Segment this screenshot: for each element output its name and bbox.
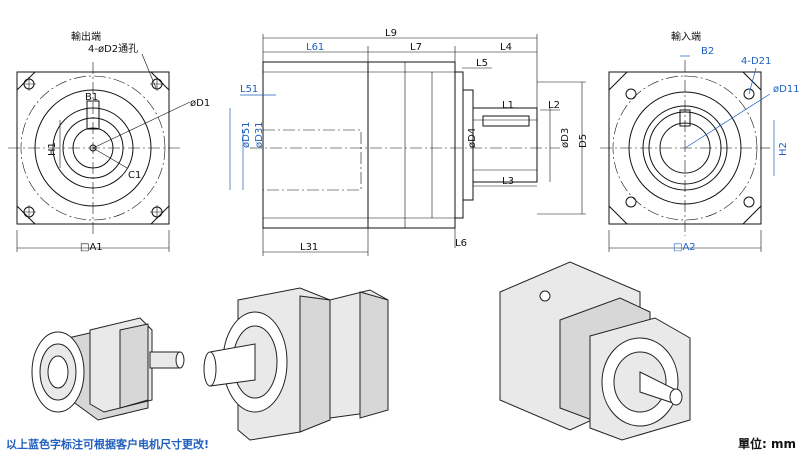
output-end-view: 輸出端 4-øD2通孔 øD1 B1 H1 C1 □A1 xyxy=(8,30,210,253)
d4-label: øD4 xyxy=(467,128,478,148)
input-end-title: 輸入端 xyxy=(671,30,701,43)
unit-label: 單位: mm xyxy=(738,436,796,451)
d11-label: øD11 xyxy=(773,84,800,95)
input-end-view: 輸入端 B2 4-D21 øD11 H2 □A2 xyxy=(600,30,800,253)
footer-note: 以上蓝色字标注可根据客户电机尺寸更改! xyxy=(6,437,209,451)
output-end-title: 輸出端 xyxy=(71,30,101,43)
l9-label: L9 xyxy=(385,28,397,39)
leader-line xyxy=(141,53,157,89)
l4-label: L4 xyxy=(500,42,512,53)
l5-label: L5 xyxy=(476,58,488,69)
l31-label: L31 xyxy=(300,242,318,253)
d3-label: øD3 xyxy=(560,128,571,148)
l7-label: L7 xyxy=(410,42,422,53)
a1-label: □A1 xyxy=(80,242,103,253)
d31-label: øD31 xyxy=(254,121,265,148)
render-small xyxy=(31,317,185,421)
output-hole-note: 4-øD2通孔 xyxy=(88,43,138,55)
l3-label: L3 xyxy=(502,176,514,187)
output-shaft xyxy=(472,107,538,183)
adapter-body xyxy=(262,61,369,229)
bolt-holes xyxy=(22,77,164,219)
c1-leader xyxy=(92,147,128,169)
gearbox-body xyxy=(367,61,456,229)
h1-label: H1 xyxy=(47,142,58,156)
shaft-key xyxy=(482,115,530,127)
d1-label: øD1 xyxy=(190,98,210,109)
render-medium xyxy=(203,287,389,441)
holes-label: 4-D21 xyxy=(741,56,771,67)
c1-label: C1 xyxy=(128,170,141,181)
input-bore xyxy=(262,129,362,191)
l2-label: L2 xyxy=(548,100,560,111)
b1-label: B1 xyxy=(85,92,98,103)
d5-label: D5 xyxy=(578,134,589,148)
output-flange xyxy=(454,71,464,219)
a2-label: □A2 xyxy=(673,242,696,253)
flange-chamfers xyxy=(16,71,170,225)
d1-leader xyxy=(92,101,191,149)
b2-label: B2 xyxy=(701,46,714,57)
h2-label: H2 xyxy=(778,142,789,156)
input-bolt-holes xyxy=(625,88,755,208)
d51-label: øD51 xyxy=(241,121,252,148)
l51-label: L51 xyxy=(240,84,258,95)
l6-label: L6 xyxy=(455,238,467,249)
side-view: L9 L61 L7 L4 L5 L51 øD51 øD31 øD4 L1 L2 xyxy=(229,28,589,256)
l61-label: L61 xyxy=(306,42,324,53)
render-large xyxy=(499,261,691,441)
l1-label: L1 xyxy=(502,100,514,111)
